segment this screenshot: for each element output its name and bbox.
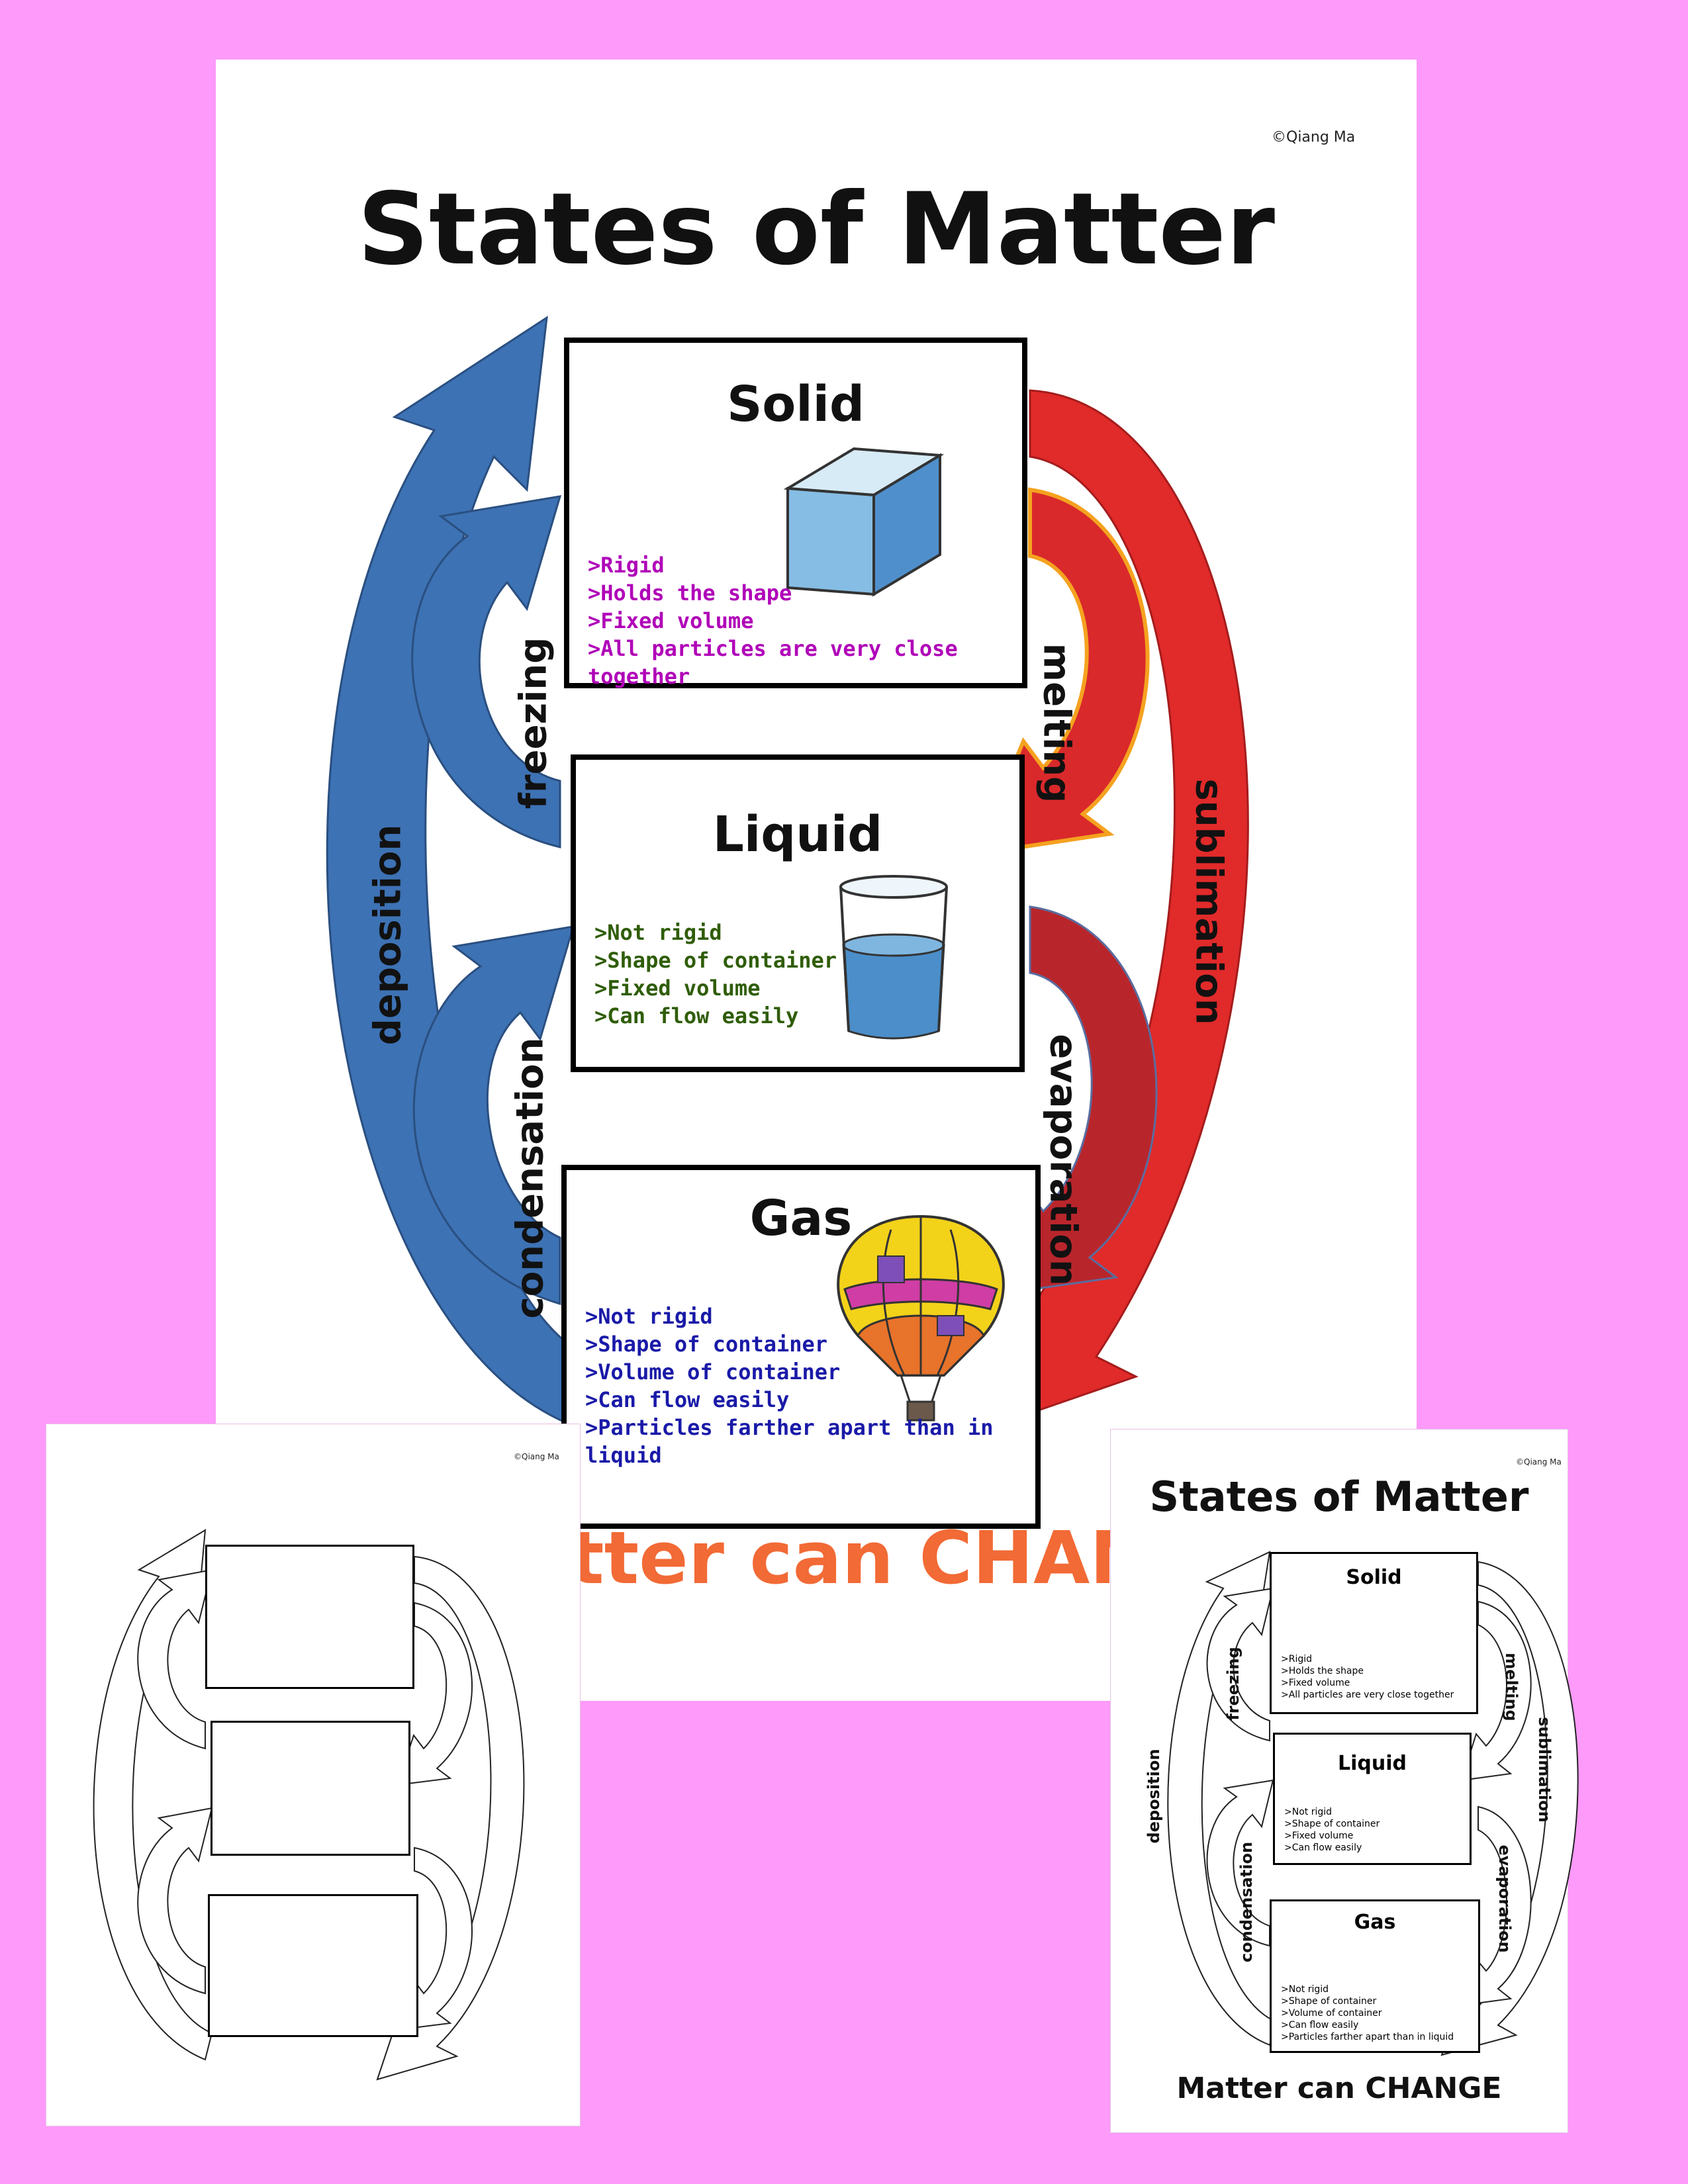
mini-liquid-title: Liquid xyxy=(1338,1752,1407,1775)
blank-practice-sheet: ©Qiang Ma xyxy=(46,1424,580,2126)
condensation-label: condensation xyxy=(508,1037,552,1319)
mini-solid-box: Solid >Rigid >Holds the shape >Fixed vol… xyxy=(1270,1552,1478,1714)
copyright-notice: ©Qiang Ma xyxy=(514,1452,559,1461)
blank-liquid-box xyxy=(211,1721,410,1856)
mini-deposition-label: deposition xyxy=(1145,1749,1163,1844)
freezing-label: freezing xyxy=(512,637,555,809)
liquid-properties: >Not rigid >Shape of container >Fixed vo… xyxy=(594,919,837,1030)
mini-solid-property: >Holds the shape xyxy=(1281,1666,1364,1676)
mini-gas-property: >Particles farther apart than in liquid xyxy=(1281,2032,1454,2042)
gas-property: >Volume of container xyxy=(585,1359,841,1385)
solid-property: >Rigid xyxy=(588,553,665,578)
mini-reference-sheet: ©Qiang Ma States of Matter Solid >Rigid … xyxy=(1111,1430,1579,2132)
mini-liquid-property: >Can flow easily xyxy=(1284,1843,1362,1853)
sublimation-arrow xyxy=(962,389,1249,1438)
mini-gas-box: Gas >Not rigid >Shape of container >Volu… xyxy=(1270,1899,1480,2053)
mini-outline-arrows xyxy=(1167,1551,1579,2056)
mini-solid-title: Solid xyxy=(1346,1566,1402,1589)
blank-outline-arrows xyxy=(93,1529,525,2081)
gas-property: >Particles farther apart than in liquid xyxy=(585,1415,994,1468)
mini-liquid-box: Liquid >Not rigid >Shape of container >F… xyxy=(1273,1733,1472,1865)
gas-property: >Not rigid xyxy=(585,1304,713,1329)
blank-solid-box xyxy=(205,1545,414,1689)
melting-label: melting xyxy=(1035,643,1078,803)
gas-title: Gas xyxy=(749,1190,853,1247)
mini-solid-property: >Rigid xyxy=(1281,1654,1313,1664)
ice-cube-icon xyxy=(783,447,945,597)
page-title: States of Matter xyxy=(357,172,1276,287)
liquid-title: Liquid xyxy=(712,806,883,863)
mini-gas-property: >Shape of container xyxy=(1281,1996,1377,2007)
solid-property: >All particles are very close together xyxy=(588,636,958,689)
freezing-arrow xyxy=(411,495,562,848)
blank-gas-box xyxy=(208,1894,418,2037)
mini-liquid-property: >Fixed volume xyxy=(1284,1831,1354,1841)
mini-solid-property: >All particles are very close together xyxy=(1281,1690,1454,1700)
liquid-property: >Can flow easily xyxy=(594,1003,799,1028)
gas-box: Gas >Not rigid >Shape of container >Volu… xyxy=(561,1165,1041,1529)
gas-property: >Shape of container xyxy=(585,1332,828,1357)
solid-box: Solid >Rigid >Holds the shape >Fixed vol… xyxy=(564,338,1027,690)
mini-gas-properties: >Not rigid >Shape of container >Volume o… xyxy=(1281,1983,1454,2043)
gas-property: >Can flow easily xyxy=(585,1387,790,1412)
mini-gas-property: >Volume of container xyxy=(1281,2008,1382,2019)
copyright-notice: ©Qiang Ma xyxy=(1272,129,1356,146)
copyright-notice: ©Qiang Ma xyxy=(1516,1457,1562,1467)
mini-sublimation-label: sublimation xyxy=(1535,1717,1554,1823)
mini-solid-property: >Fixed volume xyxy=(1281,1678,1350,1688)
deposition-label: deposition xyxy=(366,824,410,1046)
mini-title: States of Matter xyxy=(1149,1473,1529,1521)
mini-gas-property: >Not rigid xyxy=(1281,1984,1329,1995)
mini-tagline: Matter can CHANGE xyxy=(1176,2071,1502,2105)
evaporation-label: evaporation xyxy=(1041,1034,1085,1286)
mini-liquid-property: >Not rigid xyxy=(1284,1807,1333,1817)
hot-air-balloon-icon xyxy=(837,1214,1005,1422)
mini-freezing-label: freezing xyxy=(1224,1647,1243,1721)
mini-gas-property: >Can flow easily xyxy=(1281,2020,1359,2030)
liquid-box: Liquid >Not rigid >Shape of container >F… xyxy=(571,754,1025,1072)
mini-liquid-properties: >Not rigid >Shape of container >Fixed vo… xyxy=(1284,1806,1380,1854)
mini-melting-label: melting xyxy=(1502,1653,1521,1721)
water-glass-icon xyxy=(839,875,948,1040)
mini-gas-title: Gas xyxy=(1354,1911,1396,1934)
sublimation-label: sublimation xyxy=(1187,778,1231,1025)
liquid-property: >Shape of container xyxy=(594,948,837,973)
matter-can-change-tagline: tter can CHANG xyxy=(569,1516,1211,1600)
gas-properties: >Not rigid >Shape of container >Volume o… xyxy=(585,1302,1035,1469)
solid-properties: >Rigid >Holds the shape >Fixed volume >A… xyxy=(588,551,1022,690)
condensation-arrow xyxy=(412,925,575,1306)
solid-property: >Fixed volume xyxy=(588,608,754,633)
mini-evaporation-label: evaporation xyxy=(1495,1844,1514,1953)
solid-title: Solid xyxy=(727,376,865,433)
mini-liquid-property: >Shape of container xyxy=(1284,1819,1380,1829)
state-change-arrows xyxy=(326,315,1249,1438)
solid-property: >Holds the shape xyxy=(588,580,792,606)
mini-solid-properties: >Rigid >Holds the shape >Fixed volume >A… xyxy=(1281,1653,1454,1701)
liquid-property: >Fixed volume xyxy=(594,976,761,1001)
liquid-property: >Not rigid xyxy=(594,920,722,945)
mini-condensation-label: condensation xyxy=(1237,1841,1256,1963)
